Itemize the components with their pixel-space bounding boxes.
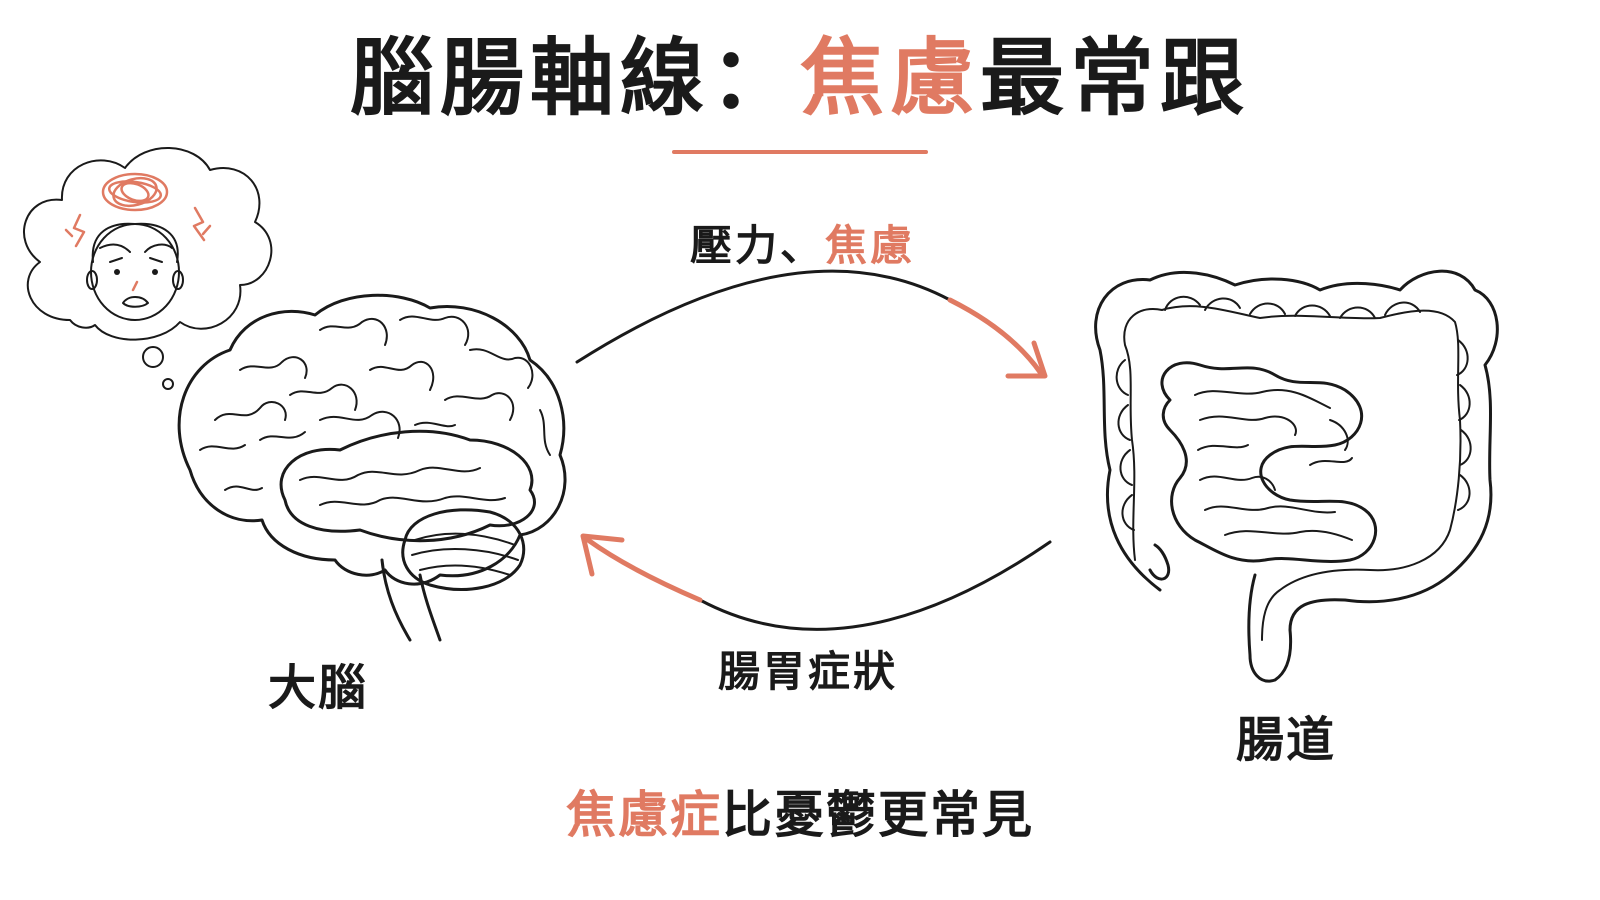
footer-caption: 焦慮症比憂鬱更常見 [0, 775, 1600, 847]
page-title: 腦腸軸線：焦慮最常跟 [0, 28, 1600, 128]
title-part1: 腦腸軸線： [349, 29, 800, 127]
footer-rest: 比憂鬱更常見 [722, 786, 1034, 844]
brain-label: 大腦 [268, 660, 369, 716]
title-underline [672, 150, 928, 154]
brain-to-gut-arrow [575, 269, 1048, 379]
intestines-icon [1094, 269, 1499, 683]
gut-label: 腸道 [1236, 712, 1337, 768]
brain-to-gut-label: 壓力、焦慮 [690, 212, 915, 273]
title-accent: 焦慮 [799, 29, 980, 127]
title-part2: 最常跟 [980, 29, 1251, 127]
brain-to-gut-label-accent: 焦慮 [825, 221, 916, 270]
anxious-face-thought-bubble-icon [23, 147, 273, 390]
brain-icon [177, 293, 567, 642]
gut-to-brain-label: 腸胃症狀 [718, 647, 899, 696]
brain-to-gut-label-plain: 壓力、 [690, 221, 826, 270]
gut-to-brain-arrow [580, 533, 1052, 631]
footer-accent: 焦慮症 [566, 786, 722, 844]
